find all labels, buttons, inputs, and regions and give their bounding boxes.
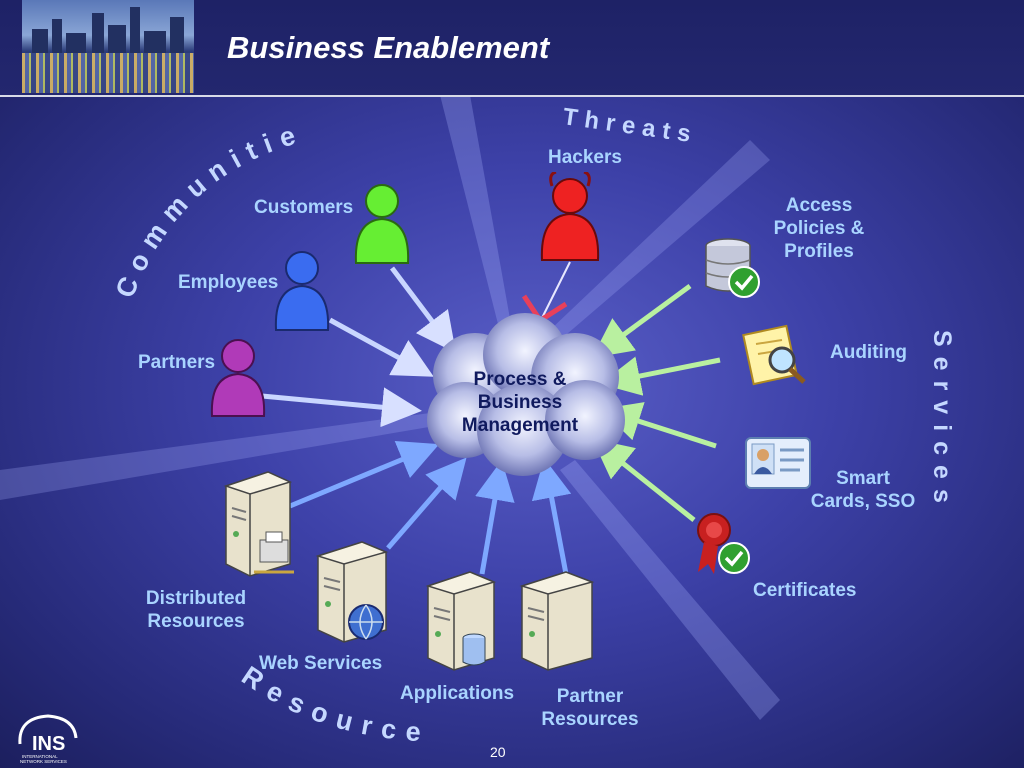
database-check-icon: [705, 238, 760, 298]
city-photo: [22, 0, 194, 93]
ray-right-top: [550, 140, 770, 340]
audit-magnifier-icon: [742, 324, 806, 386]
arrow-certificates: [592, 438, 696, 522]
arrow-applications: [475, 460, 515, 575]
customers-label: Customers: [254, 197, 354, 218]
application-server-icon: [425, 571, 497, 671]
header-bar: Business Enablement: [0, 0, 1024, 97]
arrow-access: [591, 283, 692, 358]
services-heading: Services: [928, 330, 956, 513]
communities-heading: Communities: [0, 0, 307, 302]
svg-text:INTERNATIONAL: INTERNATIONAL: [22, 754, 58, 759]
arrow-auditing: [600, 356, 721, 396]
web-server-icon: [315, 541, 389, 643]
web-services-label: Web Services: [259, 653, 383, 674]
smart-cards-label: Smart Cards, SSO: [810, 468, 916, 512]
arrow-partners: [261, 387, 422, 428]
distributed-resources-label: Distributed Resources: [145, 588, 247, 632]
page-title: Business Enablement: [227, 30, 550, 65]
center-label-line-3: Management: [461, 415, 579, 436]
page-number: 20: [490, 744, 506, 760]
center-label-line-2: Business: [477, 392, 563, 413]
arrow-hackers: [539, 261, 571, 323]
threats-heading: Threats: [561, 103, 699, 149]
arrow-smartcards: [600, 402, 717, 449]
center-label-line-1: Process &: [473, 369, 567, 390]
hackers-label: Hackers: [548, 147, 622, 168]
arrow-customers: [390, 266, 457, 353]
certificates-label: Certificates: [753, 580, 857, 601]
smart-card-icon: [745, 437, 811, 489]
employee-person-icon: [274, 251, 330, 331]
ray-right-bottom: [560, 460, 780, 720]
arrow-webservices: [386, 457, 467, 550]
arrow-partner-resources: [531, 458, 572, 575]
applications-label: Applications: [400, 683, 515, 704]
svg-text:INS: INS: [32, 733, 65, 755]
employees-label: Employees: [178, 272, 279, 293]
arrow-employees: [328, 317, 434, 377]
partners-label: Partners: [138, 352, 216, 373]
partner-person-icon: [210, 339, 266, 417]
partner-server-icon: [519, 571, 595, 671]
arrow-distributed: [289, 441, 440, 509]
distributed-server-icon: [223, 471, 294, 577]
access-policies-label: Access Policies & Profiles: [773, 195, 865, 262]
svg-text:NETWORK SERVICES: NETWORK SERVICES: [20, 759, 67, 764]
hacker-person-icon: [540, 172, 600, 261]
cloud-icon: [427, 313, 625, 476]
ins-logo: INS INTERNATIONAL NETWORK SERVICES: [18, 714, 78, 764]
customer-person-icon: [354, 184, 410, 264]
ray-top: [440, 95, 512, 332]
center-label: Process & Business Management: [452, 368, 588, 437]
certificate-check-icon: [697, 513, 750, 574]
ray-left: [0, 408, 470, 500]
partner-resources-label: Partner Resources: [541, 686, 639, 730]
auditing-label: Auditing: [830, 342, 908, 363]
